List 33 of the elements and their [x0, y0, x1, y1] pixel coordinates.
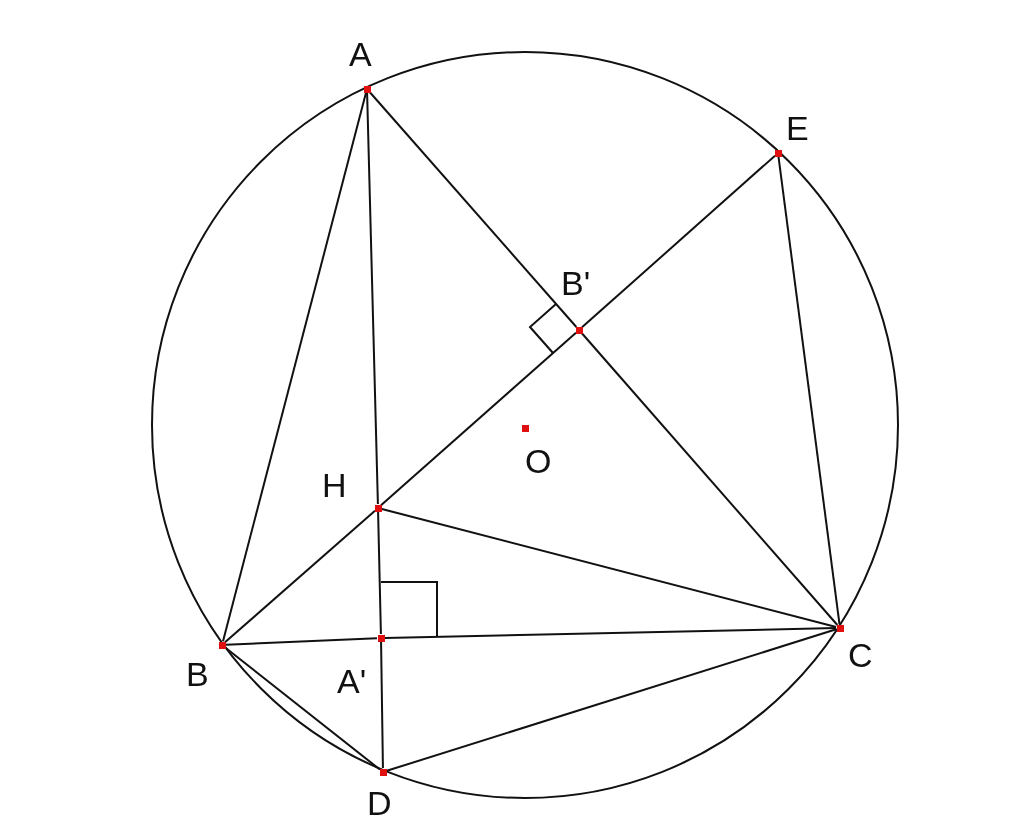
line-segment	[777, 155, 841, 626]
point-label: B'	[561, 266, 591, 300]
line-segment	[222, 91, 367, 643]
line-segment	[225, 637, 378, 646]
line-segment	[380, 641, 384, 769]
line-segment	[366, 92, 379, 505]
line-segment	[368, 91, 578, 328]
point-label: O	[525, 444, 552, 478]
point-marker	[379, 768, 387, 776]
point-marker	[774, 149, 782, 157]
point-label: D	[367, 786, 392, 820]
line-segment	[385, 628, 838, 772]
point-label: A'	[337, 664, 367, 698]
line-segment	[580, 332, 839, 626]
line-segment	[380, 508, 838, 628]
point-label: H	[322, 468, 347, 502]
line-segment	[377, 511, 382, 635]
point-label: B	[186, 657, 209, 691]
point-marker	[374, 504, 382, 512]
point-marker	[575, 326, 583, 334]
point-marker	[836, 624, 844, 632]
line-segment	[384, 627, 837, 639]
point-label: E	[786, 111, 809, 145]
line-segment	[224, 646, 381, 771]
point-label: C	[848, 638, 873, 672]
point-marker	[363, 85, 371, 93]
line-segment	[380, 331, 577, 507]
point-marker	[521, 424, 529, 432]
line-segment	[224, 509, 376, 644]
line-segment	[581, 154, 776, 329]
point-marker	[218, 641, 226, 649]
point-label: A	[349, 37, 372, 71]
point-marker	[377, 634, 385, 642]
